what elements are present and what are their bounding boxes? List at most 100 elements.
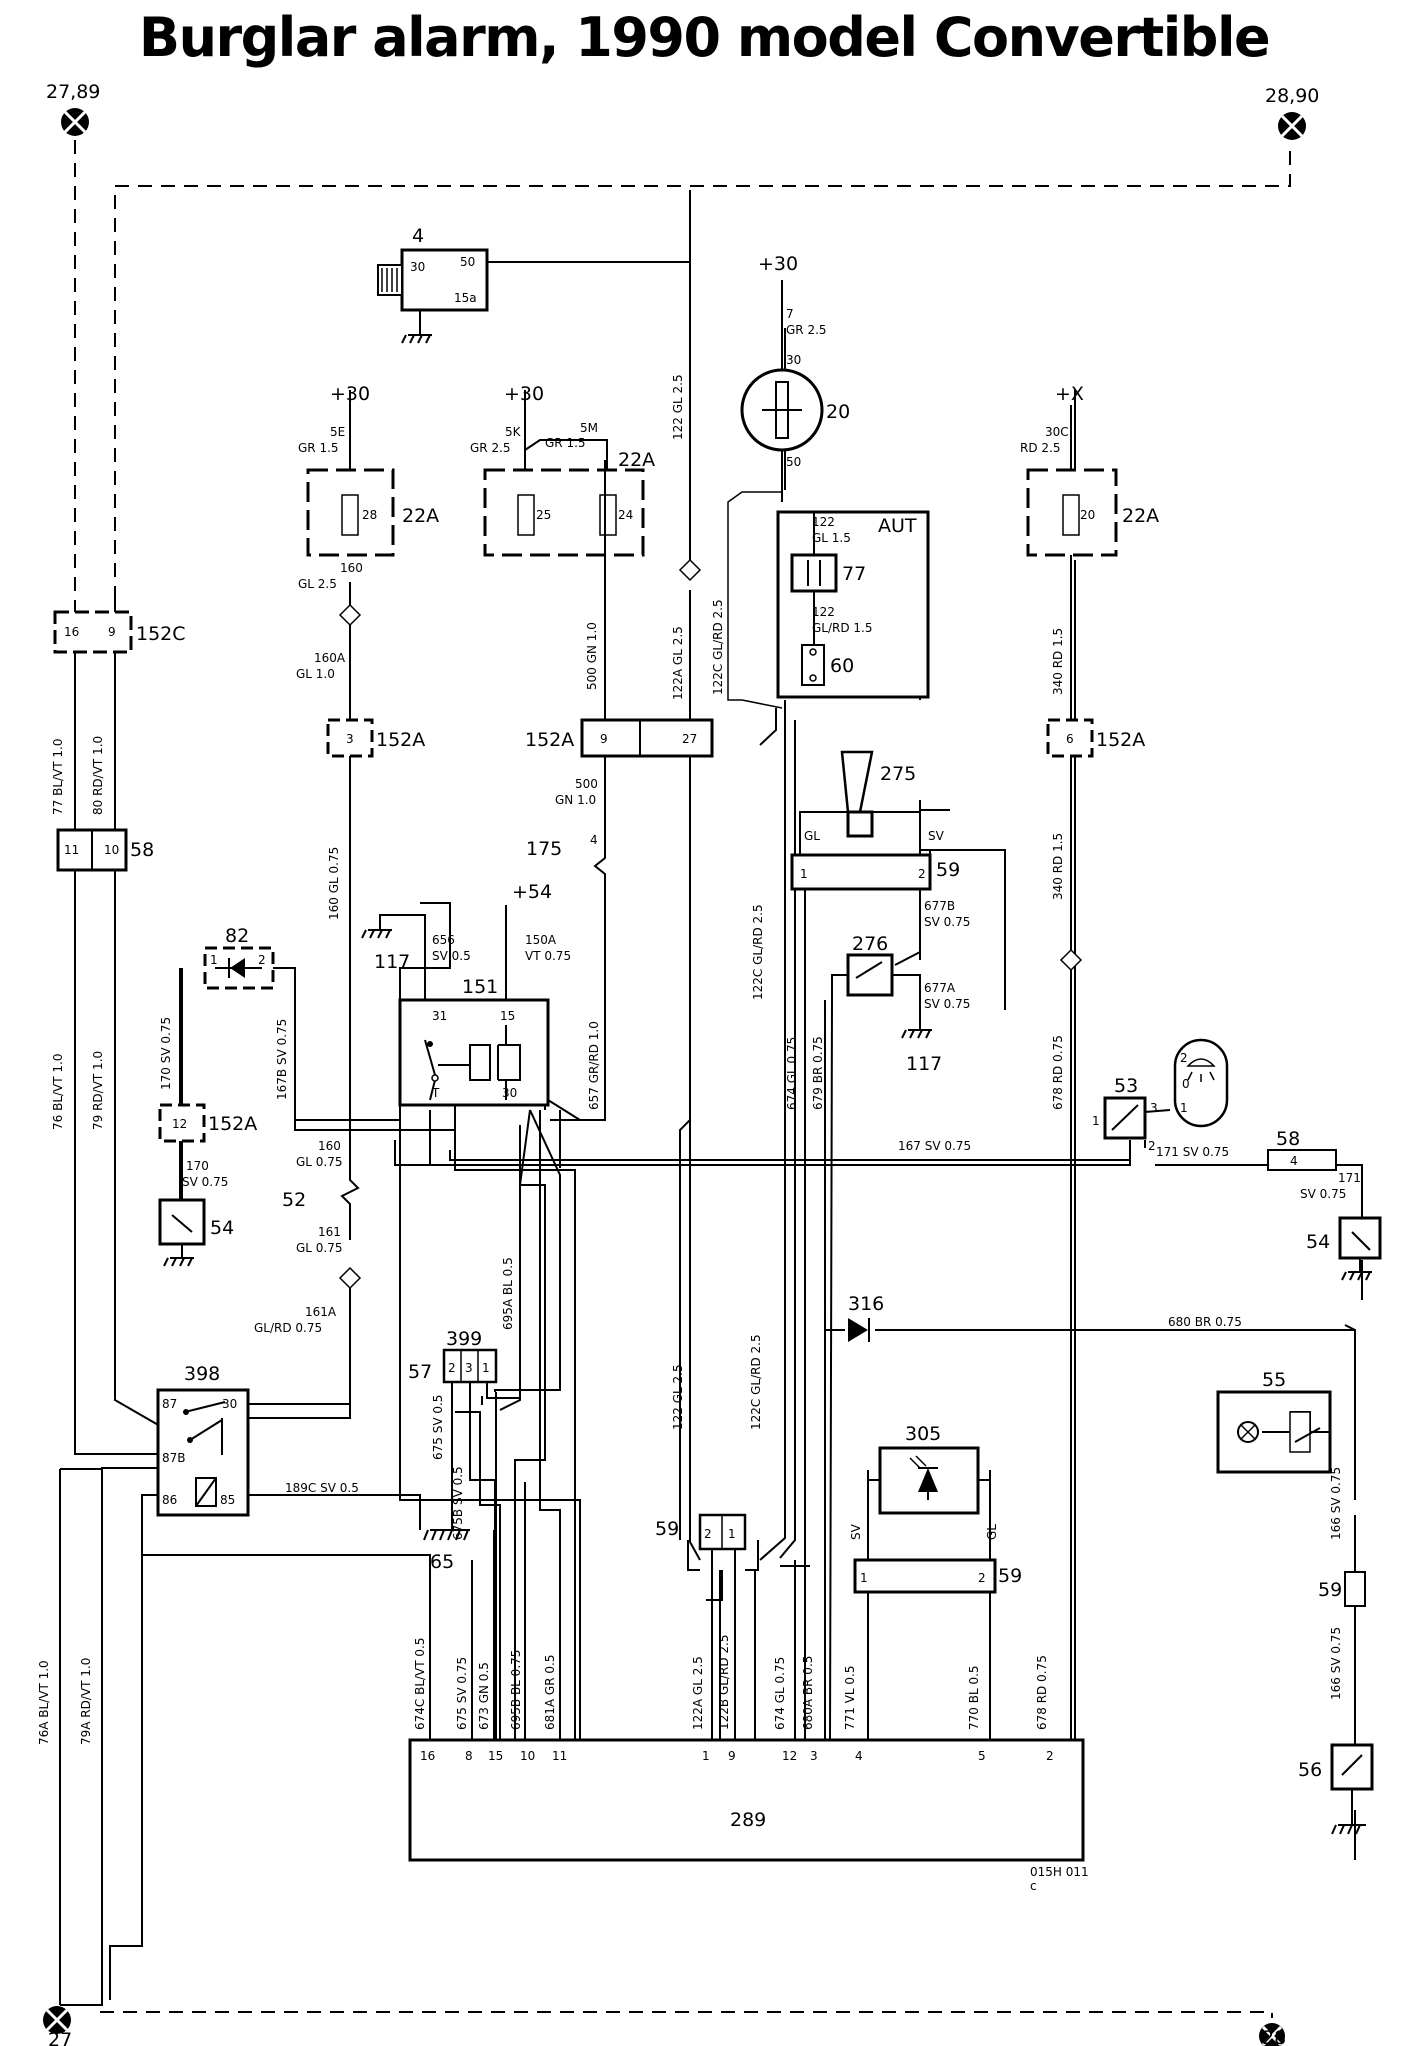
switch-53: 53 1 2 3 2 0 1 167 SV 0.75 171 SV 0.75 (449, 1038, 1229, 1161)
c399-pin-2: 2 (448, 1361, 456, 1375)
wire-76: 76 BL/VT 1.0 (51, 1054, 65, 1130)
connector-152a-label-1: 152A (376, 729, 425, 751)
relay-151: 151 31 15 T 30 +54 150A VT 0.75 657 GR/R… (398, 881, 606, 1121)
ign-pin-15a: 15a (454, 291, 477, 305)
doc-code: 015H 011 (1030, 1865, 1089, 1879)
ref-label-28: 28 (1262, 2027, 1286, 2046)
wire-166-top: 166 SV 0.75 (1329, 1467, 1343, 1540)
wire-189c: 189C SV 0.5 (285, 1481, 359, 1495)
wire-166-bottom: 166 SV 0.75 (1329, 1627, 1343, 1700)
sw53-pin-2: 2 (1148, 1139, 1156, 1153)
ecu-289: 289 16 8 15 10 11 1 9 12 3 4 5 2 674C BL… (37, 1482, 1085, 1862)
wire-5e: 5E (330, 425, 345, 439)
fuse-25-label: 25 (536, 508, 551, 522)
led-305: 305 (868, 1423, 990, 1515)
c152a-pin-3: 3 (346, 732, 354, 746)
connector-399-label: 399 (446, 1328, 482, 1350)
aut-box: AUT 122 GL 1.5 77 122 GL/RD 1.5 60 (759, 510, 930, 746)
c59-led-pin-2: 2 (978, 1571, 986, 1585)
wire-122c: 122C GL/RD 2.5 (711, 599, 725, 695)
wire-122-gl-2: 122 GL 2.5 (671, 1364, 685, 1430)
wire-656: 656 (432, 933, 455, 947)
wire-340-lower: 340 RD 1.5 (1051, 833, 1065, 900)
r398-pin-87b: 87B (162, 1451, 186, 1465)
led-sv: SV (849, 1523, 863, 1540)
wire-171: 171 SV 0.75 (1156, 1145, 1229, 1159)
wire-500-gn: 500 GN 1.0 (585, 622, 599, 690)
wire-77: 77 BL/VT 1.0 (51, 739, 65, 815)
wire-500: 500 (575, 777, 598, 791)
ref-label-27: 27 (48, 2029, 72, 2046)
connector-59-label-1: 59 (936, 859, 960, 881)
connector-152c-label: 152C (136, 623, 186, 645)
wire-160: 160 (340, 561, 363, 575)
ground-117-label-left: 117 (374, 951, 410, 973)
c152c-pin-9: 9 (108, 625, 116, 639)
ecu-pin-3: 3 (810, 1749, 818, 1763)
connector-59-right: 59 166 SV 0.75 (1318, 1571, 1366, 1700)
lamp-pin-1: 1 (1180, 1101, 1188, 1115)
ignition-switch: 30 50 15a 4 (377, 225, 690, 344)
c59-sel-pin-1: 1 (800, 867, 808, 881)
ecu-pin-8: 8 (465, 1749, 473, 1763)
supply-plus30-1: +30 (330, 383, 370, 405)
wire-5m-spec: GR 1.5 (545, 436, 586, 450)
r151-pin-15: 15 (500, 1009, 515, 1023)
diode-316-label: 316 (848, 1293, 884, 1315)
wire-160a-spec: GL 1.0 (296, 667, 335, 681)
c58-pin-10: 10 (104, 843, 119, 857)
wire-30-label: 30 (786, 353, 801, 367)
wire-161a-spec: GL/RD 0.75 (254, 1321, 322, 1335)
connector-52: 52 160 GL 0.75 161 GL 0.75 161A GL/RD 0.… (254, 1139, 362, 1335)
ecu-pin-10: 10 (520, 1749, 535, 1763)
ground-117-left: 117 656 SV 0.5 (361, 914, 471, 973)
supply-plus30-2: +30 (504, 383, 544, 405)
doc-rev: c (1030, 1879, 1037, 1893)
wire-167: 167 SV 0.75 (898, 1139, 971, 1153)
ecu-pin-12: 12 (782, 1749, 797, 1763)
c59-led-pin-1: 1 (860, 1571, 868, 1585)
switch-54-right: 54 (1306, 1216, 1382, 1281)
led-bl: GL (985, 1524, 999, 1540)
c58-right-pin-4: 4 (1290, 1154, 1298, 1168)
lamp-pin-0: 0 (1182, 1077, 1190, 1091)
wire-122c-lower: 122C GL/RD 2.5 (751, 904, 765, 1000)
wire-161: 161 (318, 1225, 341, 1239)
wire-5e-spec: GR 1.5 (298, 441, 339, 455)
c59-center-pin-1: 1 (728, 1527, 736, 1541)
wire-675b: 675B SV 0.5 (451, 1466, 465, 1540)
diode-82: 1 2 82 167B SV 0.75 (203, 925, 400, 1121)
r151-pin-30: 30 (502, 1086, 517, 1100)
sw53-pin-1: 1 (1092, 1114, 1100, 1128)
wire-657: 657 GR/RD 1.0 (587, 1021, 601, 1110)
c152c-pin-16: 16 (64, 625, 79, 639)
fuse-box-20: 20 22A +X 30C RD 2.5 (1020, 383, 1159, 720)
d82-pin-1: 1 (210, 953, 218, 967)
relay-398: 398 87 30 87B 86 85 189C SV 0.5 (156, 1275, 421, 1530)
ign-pin-50: 50 (460, 255, 475, 269)
wire-122-aut: 122 (812, 515, 835, 529)
wire-76a: 76A BL/VT 1.0 (37, 1660, 51, 1745)
wire-675: 675 SV 0.75 (455, 1657, 469, 1730)
connector-57-label: 57 (408, 1361, 432, 1383)
fuse-box-22a-label-1: 22A (402, 505, 439, 527)
wire-771: 771 VL 0.5 (843, 1665, 857, 1730)
r151-pin-t: T (431, 1086, 440, 1100)
wire-7-spec: GR 2.5 (786, 323, 827, 337)
connector-59-label-2: 59 (655, 1518, 679, 1540)
c152a-pin-9: 9 (600, 732, 608, 746)
wire-122-aut-lower-spec: GL/RD 1.5 (812, 621, 873, 635)
wire-50-label: 50 (786, 455, 801, 469)
wire-7: 7 (786, 307, 794, 321)
wire-5k-spec: GR 2.5 (470, 441, 511, 455)
connector-152a-label-4: 152A (208, 1113, 257, 1135)
c399-pin-1: 1 (482, 1361, 490, 1375)
connector-152a-9-27: 9 27 152A 500 GN 1.0 500 GN 1.0 175 4 12… (525, 374, 765, 1540)
wire-161-spec: GL 0.75 (296, 1241, 343, 1255)
unit-55: 55 166 SV 0.75 (1216, 1369, 1343, 1540)
sel-sv: SV (928, 829, 945, 843)
wire-5k: 5K (505, 425, 522, 439)
connector-59-label-3: 59 (998, 1565, 1022, 1587)
c152a-pin-27: 27 (682, 732, 697, 746)
connector-58: 11 10 58 76 BL/VT 1.0 79 RD/VT 1.0 (51, 828, 154, 1130)
